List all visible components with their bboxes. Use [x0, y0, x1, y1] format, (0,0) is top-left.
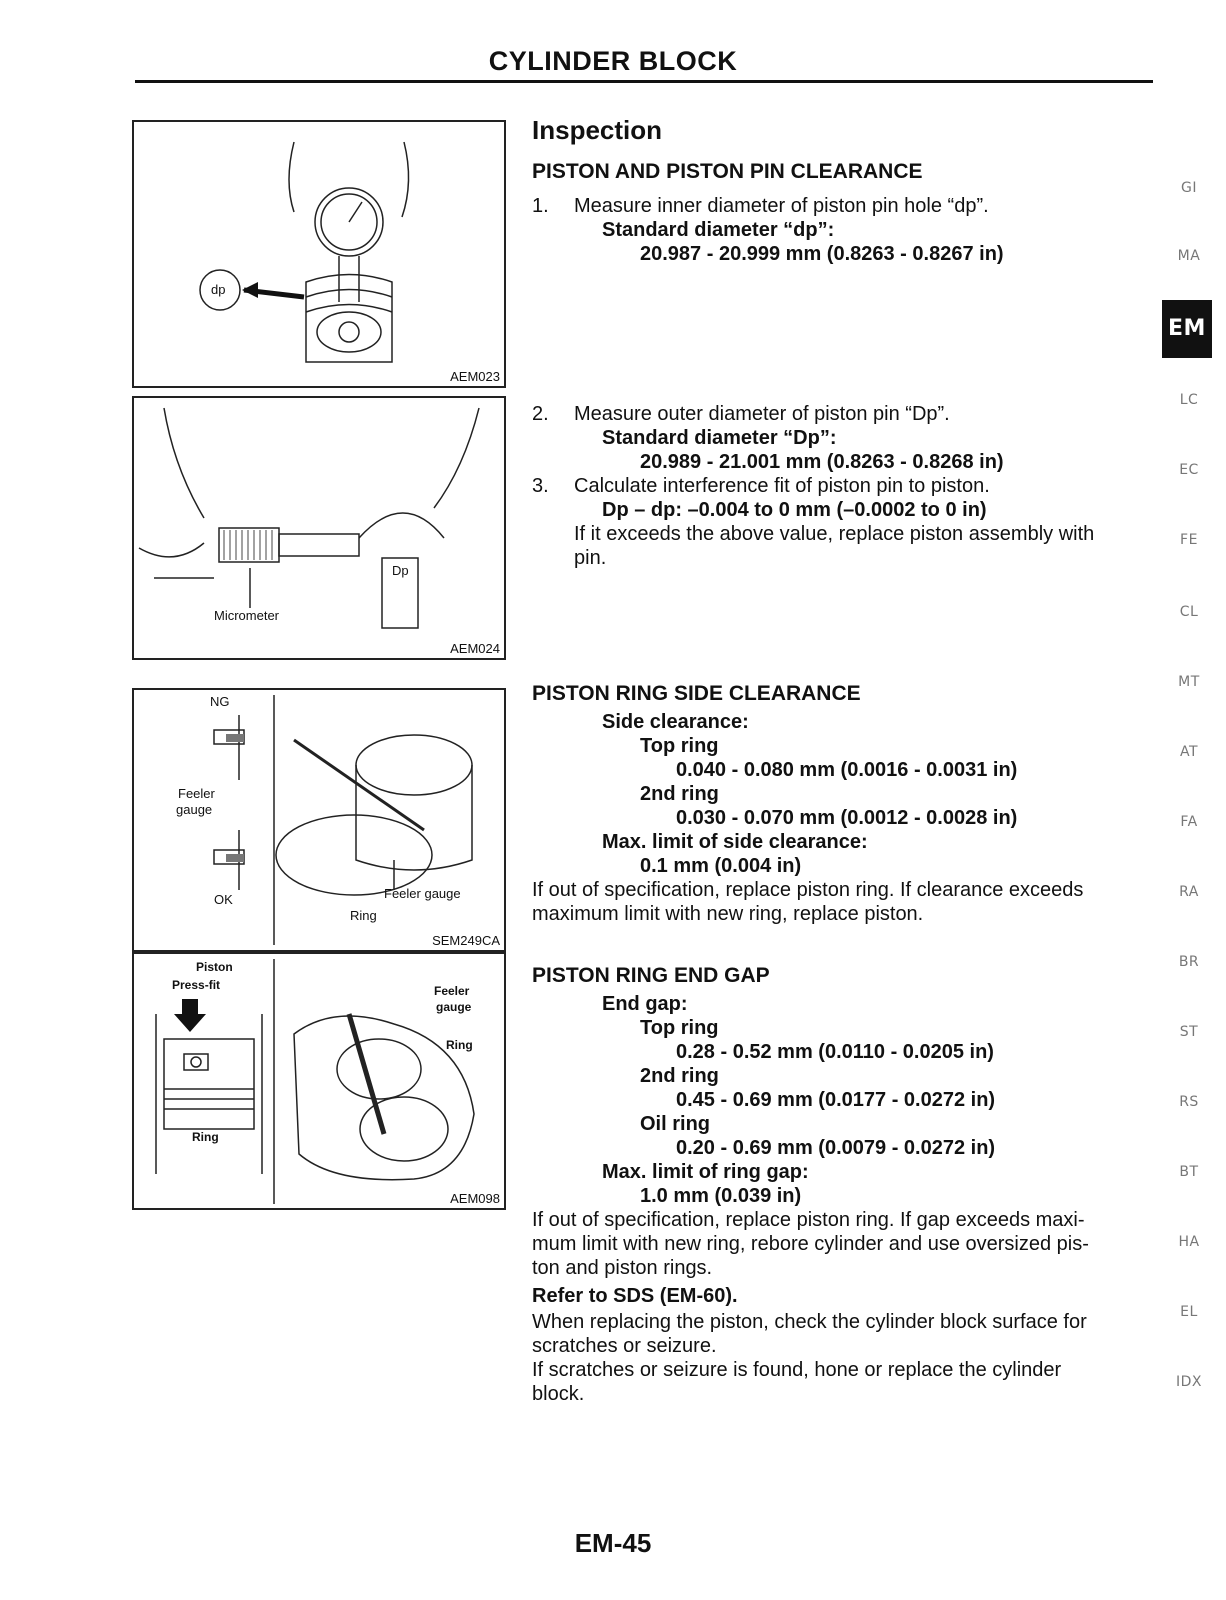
- step-text: Measure inner diameter of piston pin hol…: [574, 195, 989, 217]
- piston-label: Piston: [196, 960, 233, 974]
- spec-label: Max. limit of ring gap:: [602, 1161, 809, 1183]
- ring-label-2: Ring: [446, 1038, 473, 1052]
- figure-code: AEM023: [450, 369, 500, 384]
- spec-value: 20.989 - 21.001 mm (0.8263 - 0.8268 in): [640, 451, 1004, 473]
- spec-label: Standard diameter “dp”:: [602, 219, 835, 241]
- sidebar-tab-at[interactable]: AT: [1179, 744, 1199, 760]
- ring-name: 2nd ring: [640, 783, 719, 805]
- sidebar-tab-ra[interactable]: RA: [1179, 884, 1199, 900]
- figure-code: AEM098: [450, 1191, 500, 1206]
- subsection-title: PISTON AND PISTON PIN CLEARANCE: [532, 160, 923, 183]
- note-text: If scratches or seizure is found, hone o…: [532, 1359, 1062, 1381]
- sidebar-tab-idx[interactable]: IDX: [1176, 1374, 1202, 1390]
- ring-label: Ring: [192, 1130, 219, 1144]
- figure-ring-side-clearance: NG Feeler gauge OK Feeler gauge Ring SEM…: [132, 688, 506, 952]
- sidebar-tab-lc[interactable]: LC: [1179, 392, 1199, 408]
- note-text: maximum limit with new ring, replace pis…: [532, 903, 924, 925]
- page-title: CYLINDER BLOCK: [488, 46, 738, 76]
- step-number: 1.: [532, 195, 549, 217]
- sidebar-tab-ma[interactable]: MA: [1177, 248, 1201, 264]
- spec-value: 0.030 - 0.070 mm (0.0012 - 0.0028 in): [676, 807, 1018, 829]
- spec-value: 1.0 mm (0.039 in): [640, 1185, 802, 1207]
- ring-name: Top ring: [640, 735, 719, 757]
- section-title: Inspection: [532, 115, 663, 145]
- ng-label: NG: [210, 694, 230, 709]
- figure-code: AEM024: [450, 641, 500, 656]
- spec-value: 0.040 - 0.080 mm (0.0016 - 0.0031 in): [676, 759, 1018, 781]
- ok-label: OK: [214, 892, 233, 907]
- ring-end-gap-illustration: [155, 959, 475, 1204]
- step-number: 2.: [532, 403, 549, 425]
- feeler-label: Feeler: [434, 984, 470, 998]
- sidebar-tab-fe[interactable]: FE: [1180, 532, 1198, 548]
- spec-label: Standard diameter “Dp”:: [602, 427, 837, 449]
- spec-label: End gap:: [602, 993, 688, 1015]
- sidebar-tab-bt[interactable]: BT: [1179, 1164, 1199, 1180]
- sidebar-tab-cl[interactable]: CL: [1179, 604, 1199, 620]
- step-text: Measure outer diameter of piston pin “Dp…: [574, 403, 950, 425]
- gauge-label: gauge: [176, 802, 213, 817]
- dp-label: dp: [211, 282, 226, 297]
- sidebar-tab-mt[interactable]: MT: [1178, 674, 1200, 690]
- feeler-label: Feeler: [178, 786, 215, 801]
- note-text: If it exceeds the above value, replace p…: [574, 523, 1095, 545]
- sidebar-tab-ec[interactable]: EC: [1179, 462, 1199, 478]
- note-text: scratches or seizure.: [532, 1335, 717, 1357]
- sidebar-tab-st[interactable]: ST: [1179, 1024, 1199, 1040]
- sidebar-tab-fa[interactable]: FA: [1180, 814, 1198, 830]
- spec-label: Side clearance:: [602, 711, 749, 733]
- press-fit-label: Press-fit: [172, 978, 221, 992]
- spec-value: 0.28 - 0.52 mm (0.0110 - 0.0205 in): [676, 1041, 994, 1063]
- header-rule: [135, 80, 1153, 83]
- dp-label: Dp: [392, 563, 409, 578]
- micrometer-label: Micrometer: [214, 608, 280, 623]
- page-number: EM-45: [574, 1528, 652, 1558]
- ring-label: Ring: [350, 908, 377, 923]
- spec-value: Dp – dp: –0.004 to 0 mm (–0.0002 to 0 in…: [602, 499, 987, 521]
- subsection-title: PISTON RING END GAP: [532, 964, 770, 987]
- ring-name: Oil ring: [640, 1113, 710, 1135]
- spec-value: 0.1 mm (0.004 in): [640, 855, 802, 877]
- ring-name: 2nd ring: [640, 1065, 719, 1087]
- figure-ring-end-gap: Piston Press-fit Ring Feeler gauge Ring …: [132, 952, 506, 1210]
- sidebar-tab-em[interactable]: EM: [1162, 300, 1212, 358]
- sidebar-tab-ha[interactable]: HA: [1178, 1234, 1200, 1250]
- spec-value: 0.45 - 0.69 mm (0.0177 - 0.0272 in): [676, 1089, 996, 1111]
- figure-micrometer: Dp Micrometer AEM024: [132, 396, 506, 660]
- subsection-title: PISTON RING SIDE CLEARANCE: [532, 682, 861, 705]
- sidebar-tab-el[interactable]: EL: [1180, 1304, 1198, 1320]
- spec-value: 0.20 - 0.69 mm (0.0079 - 0.0272 in): [676, 1137, 996, 1159]
- note-text: If out of specification, replace piston …: [532, 1209, 1085, 1231]
- note-text: pin.: [574, 547, 607, 569]
- sidebar-tab-br[interactable]: BR: [1178, 954, 1200, 970]
- step-number: 3.: [532, 475, 549, 497]
- ring-side-clearance-illustration: [213, 695, 473, 945]
- note-text: mum limit with new ring, rebore cylinder…: [532, 1233, 1089, 1255]
- note-text: When replacing the piston, check the cyl…: [532, 1311, 1087, 1333]
- figure-code: SEM249CA: [432, 933, 500, 948]
- ring-name: Top ring: [640, 1017, 719, 1039]
- sidebar-tab-gi[interactable]: GI: [1181, 180, 1197, 196]
- step-text: Calculate interference fit of piston pin…: [574, 475, 990, 497]
- micrometer-illustration: [138, 407, 480, 629]
- spec-label: Max. limit of side clearance:: [602, 831, 868, 853]
- spec-value: 20.987 - 20.999 mm (0.8263 - 0.8267 in): [640, 243, 1004, 265]
- note-text: If out of specification, replace piston …: [532, 879, 1084, 901]
- reference-text: Refer to SDS (EM-60).: [532, 1285, 738, 1307]
- gauge-label: gauge: [436, 1000, 472, 1014]
- feeler-gauge-label: Feeler gauge: [384, 886, 461, 901]
- note-text: block.: [532, 1383, 585, 1405]
- note-text: ton and piston rings.: [532, 1257, 713, 1279]
- sidebar-tab-rs[interactable]: RS: [1179, 1094, 1199, 1110]
- figure-piston-pin-hole: dp AEM023: [132, 120, 506, 388]
- piston-pin-hole-illustration: [199, 141, 410, 363]
